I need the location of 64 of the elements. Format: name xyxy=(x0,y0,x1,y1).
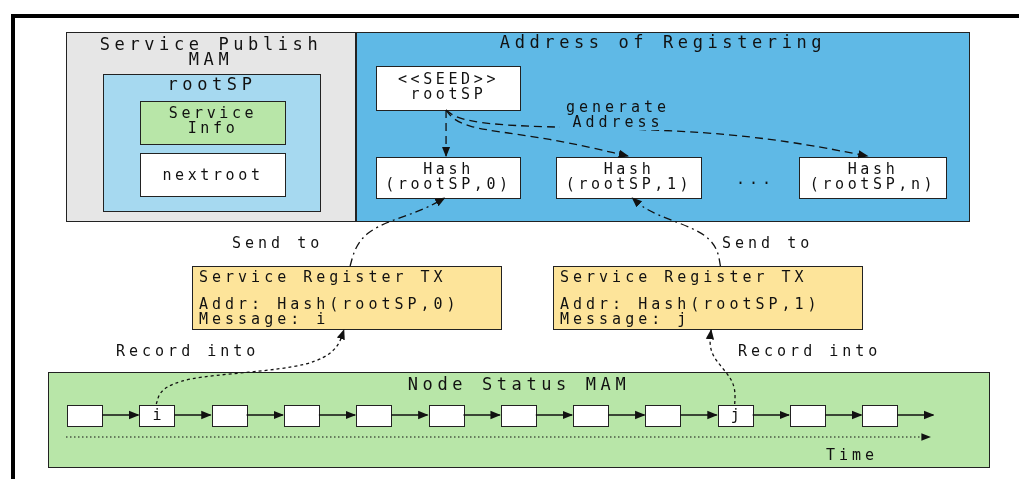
arrow xyxy=(679,410,718,420)
edge-label: Send to xyxy=(232,236,324,251)
process-box xyxy=(376,157,521,199)
arrow xyxy=(390,410,429,420)
arrow xyxy=(245,410,284,420)
empty-box xyxy=(283,405,320,427)
empty-box xyxy=(428,405,465,427)
arrow xyxy=(173,410,212,420)
process-box xyxy=(140,153,286,197)
empty-box xyxy=(211,405,248,427)
empty-box xyxy=(500,405,537,427)
box-text: Hash (rootSP,1) xyxy=(564,162,694,192)
box-text: Hash (rootSP,0) xyxy=(384,162,513,192)
edge-label: Send to xyxy=(722,236,814,251)
arrow xyxy=(607,410,646,420)
box-text: Hash (rootSP,n) xyxy=(808,162,938,192)
root-box xyxy=(103,74,321,212)
edge-label: Record into xyxy=(116,344,260,359)
panel-title: rootSP xyxy=(166,77,258,92)
panel-title: Node Status MAM xyxy=(406,377,632,392)
box-text: nextroot xyxy=(161,168,265,183)
panel-title: Address of Registering xyxy=(498,35,828,50)
arrow xyxy=(318,410,357,420)
service-panel xyxy=(66,32,356,222)
chain-cell xyxy=(717,405,754,427)
empty-box xyxy=(862,405,899,427)
arrow xyxy=(824,410,863,420)
empty-box xyxy=(356,405,393,427)
card-heading: Service Register TX xyxy=(559,270,809,285)
arrow xyxy=(462,410,501,420)
empty-box xyxy=(573,405,610,427)
arrow xyxy=(349,197,446,267)
arrow xyxy=(155,329,345,405)
process-box xyxy=(556,157,702,199)
box-text: <<SEED>> rootSP xyxy=(396,72,500,102)
process-box xyxy=(799,157,947,199)
empty-box xyxy=(790,405,826,427)
arrow xyxy=(101,410,140,420)
axis-label: Time xyxy=(826,448,879,463)
transaction-card xyxy=(553,266,863,330)
arrow xyxy=(441,109,451,158)
arrow xyxy=(705,328,736,405)
address-panel xyxy=(356,32,970,222)
transaction-details: Addr: Hash(rootSP,0) Message: i xyxy=(198,297,461,327)
arrow xyxy=(445,109,629,158)
transaction-details: Addr: Hash(rootSP,1) Message: j xyxy=(559,297,822,327)
box-text: j xyxy=(729,408,745,423)
box-text: Service Info xyxy=(167,106,259,136)
ellipsis-text: ... xyxy=(736,172,776,187)
panel-title: Service Publish MAM xyxy=(98,37,324,67)
edge-label: Record into xyxy=(738,344,882,359)
box-text: i xyxy=(151,408,167,423)
empty-box xyxy=(67,405,103,427)
arrow xyxy=(535,410,574,420)
empty-box xyxy=(645,405,682,427)
arrow xyxy=(896,410,935,420)
process-box xyxy=(140,101,286,145)
node-status-panel xyxy=(48,372,990,468)
arrow xyxy=(752,410,791,420)
arrow xyxy=(631,197,722,267)
transaction-card xyxy=(192,266,502,330)
process-box xyxy=(376,66,521,111)
chain-cell xyxy=(139,405,176,427)
card-heading: Service Register TX xyxy=(198,270,448,285)
